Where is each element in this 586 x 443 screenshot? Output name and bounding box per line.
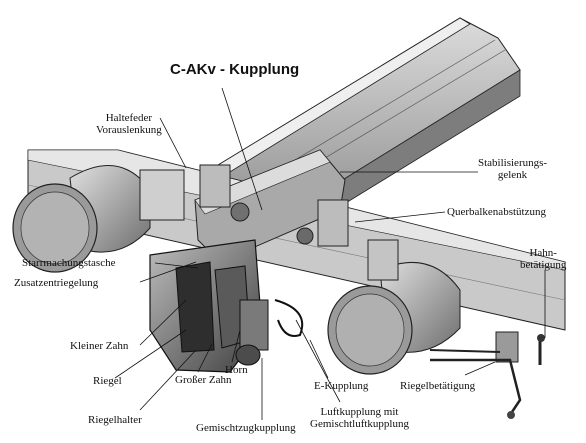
label-riegelbetaetigung: Riegelbetätigung — [400, 380, 476, 392]
label-riegel: Riegel — [93, 375, 122, 387]
left-buffer — [12, 165, 151, 273]
coupler-shaft — [139, 149, 399, 281]
label-kleiner-zahn: Kleiner Zahn — [70, 340, 129, 352]
label-haltefeder-vorauslenkung: Haltefeder Vorauslenkung — [96, 112, 162, 136]
label-e-kupplung: E-Kupplung — [314, 380, 369, 392]
diagram-title: C-AKv - Kupplung — [170, 61, 300, 78]
label-gemischtzugkupplung: Gemischtzugkupplung — [196, 422, 296, 434]
right-buffer — [327, 262, 461, 375]
label-querbalkenabstuetzung: Querbalkenabstützung — [447, 206, 546, 218]
leader-lines — [114, 87, 546, 420]
coupling-head — [149, 239, 304, 373]
label-stabilisierungsgelenk: Stabilisierungs- gelenk — [478, 157, 548, 181]
label-horn: Horn — [225, 364, 248, 376]
label-hahnbetaetigung: Hahn- betätigung — [520, 247, 567, 271]
label-luftkupplung: Luftkupplung mit Gemischtluftkupplung — [310, 406, 409, 430]
label-grosser-zahn: Großer Zahn — [175, 374, 232, 386]
label-zusatzentriegelung: Zusatzentriegelung — [14, 277, 99, 289]
hahn-lever — [429, 331, 545, 419]
label-riegelhalter: Riegelhalter — [88, 414, 142, 426]
label-starrmachungstasche: Starrmachungstasche — [22, 257, 116, 269]
